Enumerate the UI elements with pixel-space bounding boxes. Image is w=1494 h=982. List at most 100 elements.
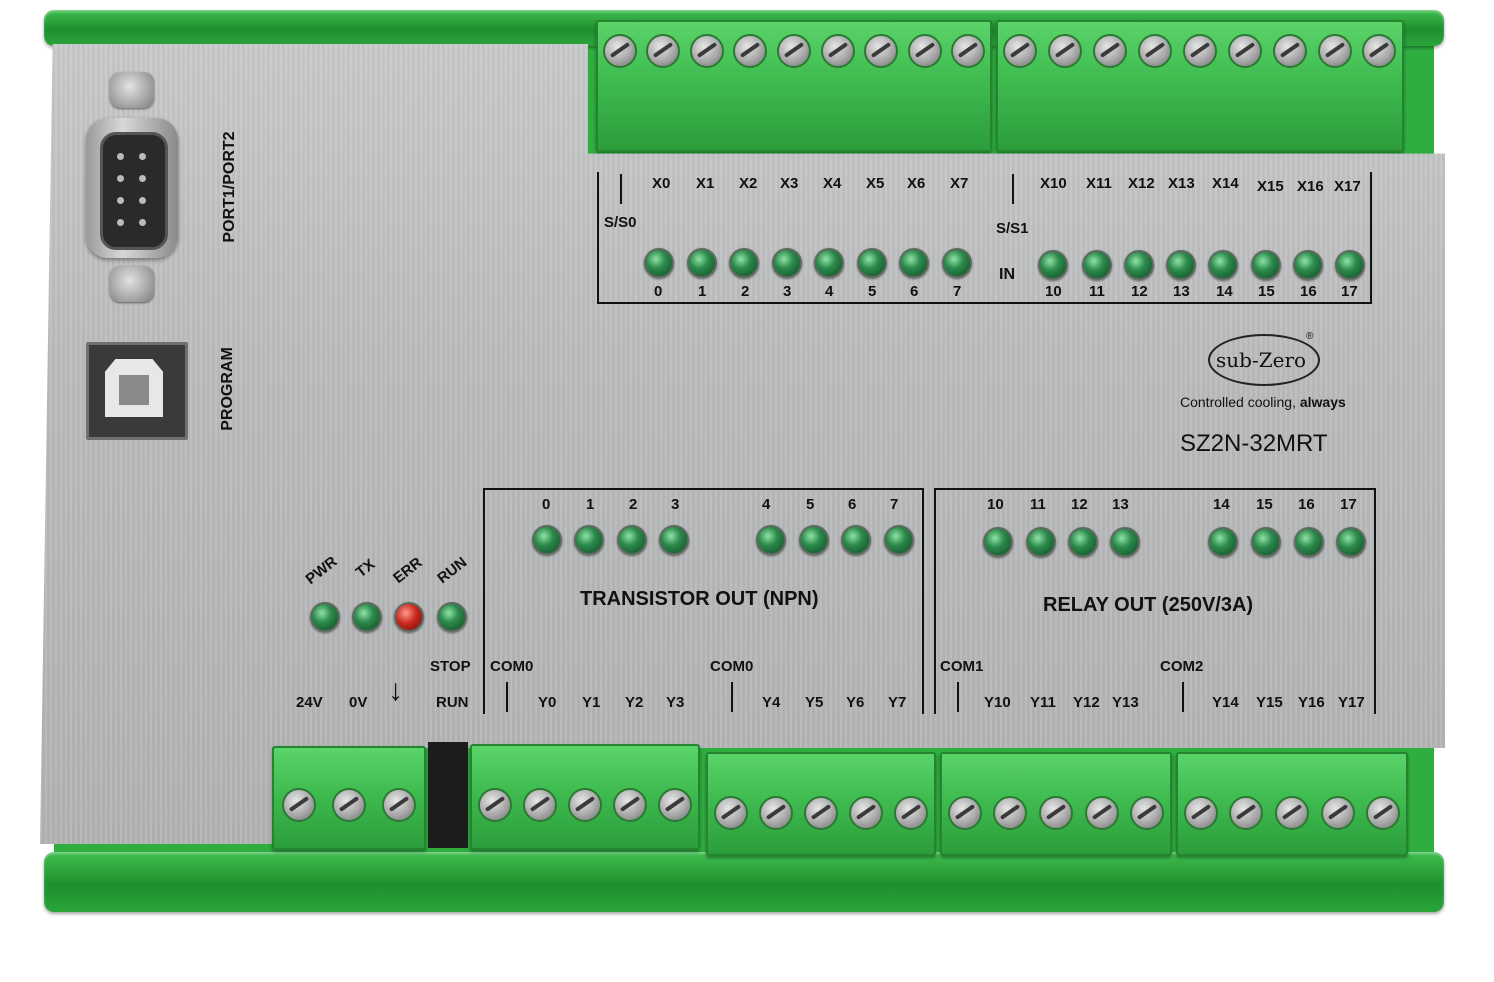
0v-label: 0V (349, 694, 368, 711)
terminal-screw[interactable] (951, 34, 986, 68)
terminal-screw[interactable] (613, 788, 648, 822)
terminal-screw[interactable] (602, 34, 637, 68)
output-terminal-label: Y3 (666, 694, 685, 711)
terminal-screw[interactable] (1093, 34, 1128, 68)
output-terminal-label: Y1 (582, 694, 601, 711)
pwr-led (310, 602, 340, 632)
ground-arrow-icon: ↓ (388, 674, 403, 707)
output-terminal-label: Y12 (1073, 694, 1100, 711)
run-stop-switch[interactable] (428, 742, 468, 848)
terminal-screw[interactable] (1138, 34, 1173, 68)
terminal-screw[interactable] (1084, 796, 1119, 830)
com0-label-2: COM0 (710, 658, 754, 675)
input-led-12 (1124, 250, 1154, 280)
terminal-screw[interactable] (1183, 796, 1218, 830)
terminal-screw[interactable] (1003, 34, 1038, 68)
terminal-screw[interactable] (1362, 34, 1397, 68)
input-terminal-label: X12 (1128, 175, 1155, 192)
terminal-screw[interactable] (713, 796, 748, 830)
terminal-screw[interactable] (567, 788, 602, 822)
relay-led-13 (1110, 527, 1140, 557)
ss0-label: S/S0 (604, 214, 637, 231)
terminal-screw[interactable] (907, 34, 942, 68)
output-terminal-label: Y15 (1256, 694, 1283, 711)
terminal-screw[interactable] (1048, 34, 1083, 68)
input-led-5 (857, 248, 887, 278)
relay-led-14 (1208, 527, 1238, 557)
transistor-led-0 (532, 525, 562, 555)
input-terminal-label: X2 (739, 175, 758, 192)
terminal-screw[interactable] (803, 796, 838, 830)
terminal-screw[interactable] (1320, 796, 1355, 830)
transistor-out-title: TRANSISTOR OUT (NPN) (580, 588, 819, 610)
input-led-6 (899, 248, 929, 278)
input-led-number: 2 (741, 283, 750, 300)
input-led-15 (1251, 250, 1281, 280)
input-terminal-label: X10 (1040, 175, 1067, 192)
24v-label: 24V (296, 694, 323, 711)
input-panel-bottom-border (598, 302, 1372, 304)
output-terminal-block-3[interactable] (940, 752, 1172, 856)
input-led-number: 13 (1173, 283, 1190, 300)
usb-program-port[interactable] (86, 342, 188, 440)
terminal-screw[interactable] (993, 796, 1028, 830)
input-terminal-block-right[interactable] (996, 20, 1404, 152)
terminal-screw[interactable] (776, 34, 811, 68)
output-terminal-block-2[interactable] (706, 752, 936, 856)
input-led-1 (687, 248, 717, 278)
input-terminal-label: X17 (1334, 178, 1361, 195)
terminal-screw[interactable] (1182, 34, 1217, 68)
input-led-4 (814, 248, 844, 278)
terminal-screw[interactable] (820, 34, 855, 68)
terminal-screw[interactable] (522, 788, 557, 822)
terminal-screw[interactable] (864, 34, 899, 68)
terminal-screw[interactable] (947, 796, 982, 830)
registered-mark: ® (1306, 331, 1314, 342)
ss1-label: S/S1 (996, 220, 1029, 237)
relay-led-17 (1336, 527, 1366, 557)
output-terminal-block-4[interactable] (1176, 752, 1408, 856)
input-terminal-label: X6 (907, 175, 926, 192)
stop-label: STOP (430, 658, 471, 675)
relay-led-number: 14 (1213, 496, 1230, 513)
terminal-screw[interactable] (1227, 34, 1262, 68)
transistor-led-number: 6 (848, 496, 857, 513)
relay-led-11 (1026, 527, 1056, 557)
terminal-screw[interactable] (894, 796, 929, 830)
terminal-screw[interactable] (646, 34, 681, 68)
terminal-screw[interactable] (1130, 796, 1165, 830)
relay-led-number: 15 (1256, 496, 1273, 513)
power-terminal-block[interactable] (272, 746, 426, 850)
terminal-screw[interactable] (1038, 796, 1073, 830)
terminal-screw[interactable] (658, 788, 693, 822)
terminal-screw[interactable] (332, 788, 366, 822)
input-terminal-block-left[interactable] (596, 20, 992, 152)
terminal-screw[interactable] (1272, 34, 1307, 68)
terminal-screw[interactable] (477, 788, 512, 822)
transistor-led-7 (884, 525, 914, 555)
db9-serial-port[interactable] (86, 118, 178, 258)
terminal-screw[interactable] (1229, 796, 1264, 830)
terminal-screw[interactable] (1366, 796, 1401, 830)
terminal-screw[interactable] (689, 34, 724, 68)
transistor-led-6 (841, 525, 871, 555)
terminal-screw[interactable] (1317, 34, 1352, 68)
terminal-screw[interactable] (382, 788, 416, 822)
output-terminal-label: Y0 (538, 694, 557, 711)
input-terminal-label: X0 (652, 175, 671, 192)
output-terminal-block-1[interactable] (470, 744, 700, 850)
input-led-number: 11 (1089, 283, 1105, 300)
transistor-led-number: 1 (586, 496, 595, 513)
terminal-screw[interactable] (758, 796, 793, 830)
output-terminal-label: Y6 (846, 694, 865, 711)
relay-led-12 (1068, 527, 1098, 557)
terminal-screw[interactable] (1274, 796, 1309, 830)
input-terminal-label: X13 (1168, 175, 1195, 192)
terminal-screw[interactable] (849, 796, 884, 830)
input-terminal-label: X14 (1212, 175, 1239, 192)
input-led-3 (772, 248, 802, 278)
terminal-screw[interactable] (733, 34, 768, 68)
transistor-led-3 (659, 525, 689, 555)
terminal-screw[interactable] (282, 788, 316, 822)
bottom-din-rail (44, 852, 1444, 912)
